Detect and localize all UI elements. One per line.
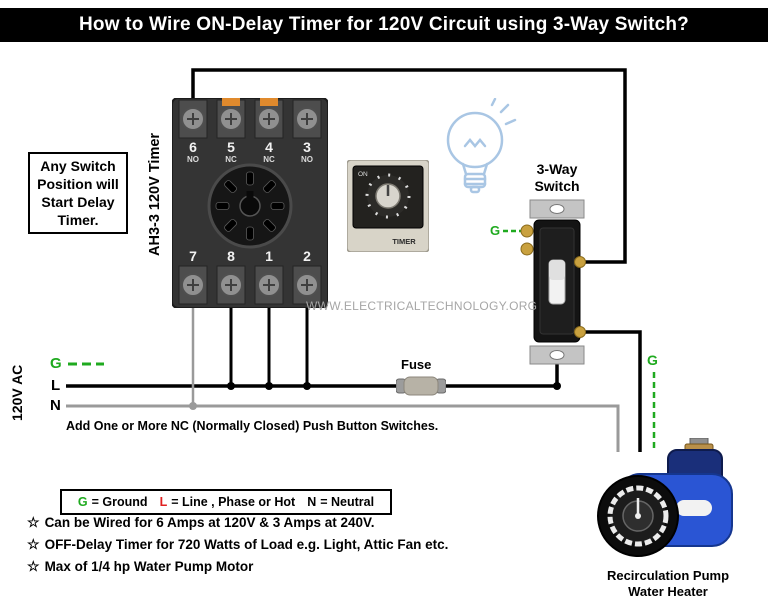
fuse xyxy=(395,376,447,401)
switch-ground-label: G xyxy=(490,223,501,238)
watermark: WWW.ELECTRICALTECHNOLOGY.ORG xyxy=(306,299,538,313)
svg-text:1: 1 xyxy=(265,248,273,264)
supply-voltage-label: 120V AC xyxy=(9,364,25,421)
switch-terminal-screw xyxy=(520,242,534,256)
pump-logo-badge xyxy=(676,500,712,516)
star-icon: ☆ xyxy=(27,536,40,552)
supply-line-label: L xyxy=(51,377,61,394)
svg-text:NC: NC xyxy=(225,155,237,164)
socket-top-terminals xyxy=(178,98,322,139)
switch-toggle xyxy=(548,259,566,305)
switch-traveler-screw-bottom xyxy=(574,326,586,338)
switch-ground-screw xyxy=(520,224,534,238)
svg-text:3: 3 xyxy=(303,139,311,155)
timer-on-label: ON xyxy=(358,171,368,178)
legend-text-line: = Line , Phase or Hot xyxy=(171,495,296,509)
legend-symbol-line: L xyxy=(159,495,168,509)
pump-timer-dial xyxy=(597,475,679,557)
junction-dots xyxy=(189,382,561,410)
three-way-switch xyxy=(518,198,596,371)
socket-top-pin-labels: 6 5 4 3 NO NC NC NO xyxy=(187,139,313,164)
note-box-text: Any Switch Position will Start Delay Tim… xyxy=(37,158,119,228)
svg-text:5: 5 xyxy=(227,139,235,155)
legend-text-ground: = Ground xyxy=(91,495,148,509)
socket-octal-ring xyxy=(207,163,293,249)
switch-top-strap xyxy=(529,199,585,219)
title-bar: How to Wire ON-Delay Timer for 120V Circ… xyxy=(0,8,768,42)
pushbutton-note: Add One or More NC (Normally Closed) Pus… xyxy=(66,419,439,433)
switch-label: 3-Way Switch xyxy=(534,161,580,194)
note-item: ☆OFF-Delay Timer for 720 Watts of Load e… xyxy=(27,536,449,552)
svg-text:NC: NC xyxy=(263,155,275,164)
wire-line-hot xyxy=(66,360,559,388)
pump-ground-label: G xyxy=(647,352,658,368)
star-icon: ☆ xyxy=(27,558,40,574)
svg-text:NO: NO xyxy=(187,155,199,164)
wire-hot-top-loop xyxy=(191,68,627,264)
pump-caption-line1: Recirculation Pump xyxy=(606,568,730,583)
switch-bottom-strap xyxy=(529,345,585,365)
supply-ground-label: G xyxy=(50,355,62,372)
wire-clamp-orange xyxy=(222,98,240,106)
notes-list: ☆Can be Wired for 6 Amps at 120V & 3 Amp… xyxy=(27,514,448,580)
svg-text:7: 7 xyxy=(189,248,197,264)
wire-switched-to-pump xyxy=(578,330,642,452)
socket-bottom-terminals xyxy=(178,265,322,305)
supply-neutral-label: N xyxy=(50,397,61,414)
pump-caption-line2: Water Heater xyxy=(628,584,708,599)
svg-text:4: 4 xyxy=(265,139,273,155)
timer-device: ON TIMER xyxy=(346,159,430,257)
wire-neutral xyxy=(66,404,620,452)
legend-text-neutral: = Neutral xyxy=(320,495,375,509)
pump-caption: Recirculation Pump Water Heater xyxy=(592,568,744,600)
recirculation-pump xyxy=(592,437,742,571)
legend-box: G = Ground L = Line , Phase or Hot N = N… xyxy=(60,489,392,515)
svg-text:8: 8 xyxy=(227,248,235,264)
note-item: ☆Max of 1/4 hp Water Pump Motor xyxy=(27,558,254,574)
star-icon: ☆ xyxy=(27,514,40,530)
fuse-label: Fuse xyxy=(401,357,432,372)
wire-clamp-orange xyxy=(260,98,278,106)
legend-symbol-ground: G xyxy=(77,495,88,509)
note-item: ☆Can be Wired for 6 Amps at 120V & 3 Amp… xyxy=(27,514,375,530)
page-title: How to Wire ON-Delay Timer for 120V Circ… xyxy=(79,14,689,35)
svg-text:NO: NO xyxy=(301,155,313,164)
note-box: Any Switch Position will Start Delay Tim… xyxy=(28,152,128,234)
legend-symbol-neutral: N xyxy=(307,495,317,509)
timer-socket: 6 5 4 3 NO NC NC NO xyxy=(171,97,329,313)
light-bulb-icon xyxy=(435,97,520,213)
svg-text:6: 6 xyxy=(189,139,197,155)
socket-bottom-pin-labels: 7 8 1 2 xyxy=(189,248,311,264)
timer-device-label: TIMER xyxy=(392,237,416,246)
switch-traveler-screw-top xyxy=(574,256,586,268)
svg-text:2: 2 xyxy=(303,248,311,264)
timer-socket-label: AH3-3 120V Timer xyxy=(147,132,163,256)
